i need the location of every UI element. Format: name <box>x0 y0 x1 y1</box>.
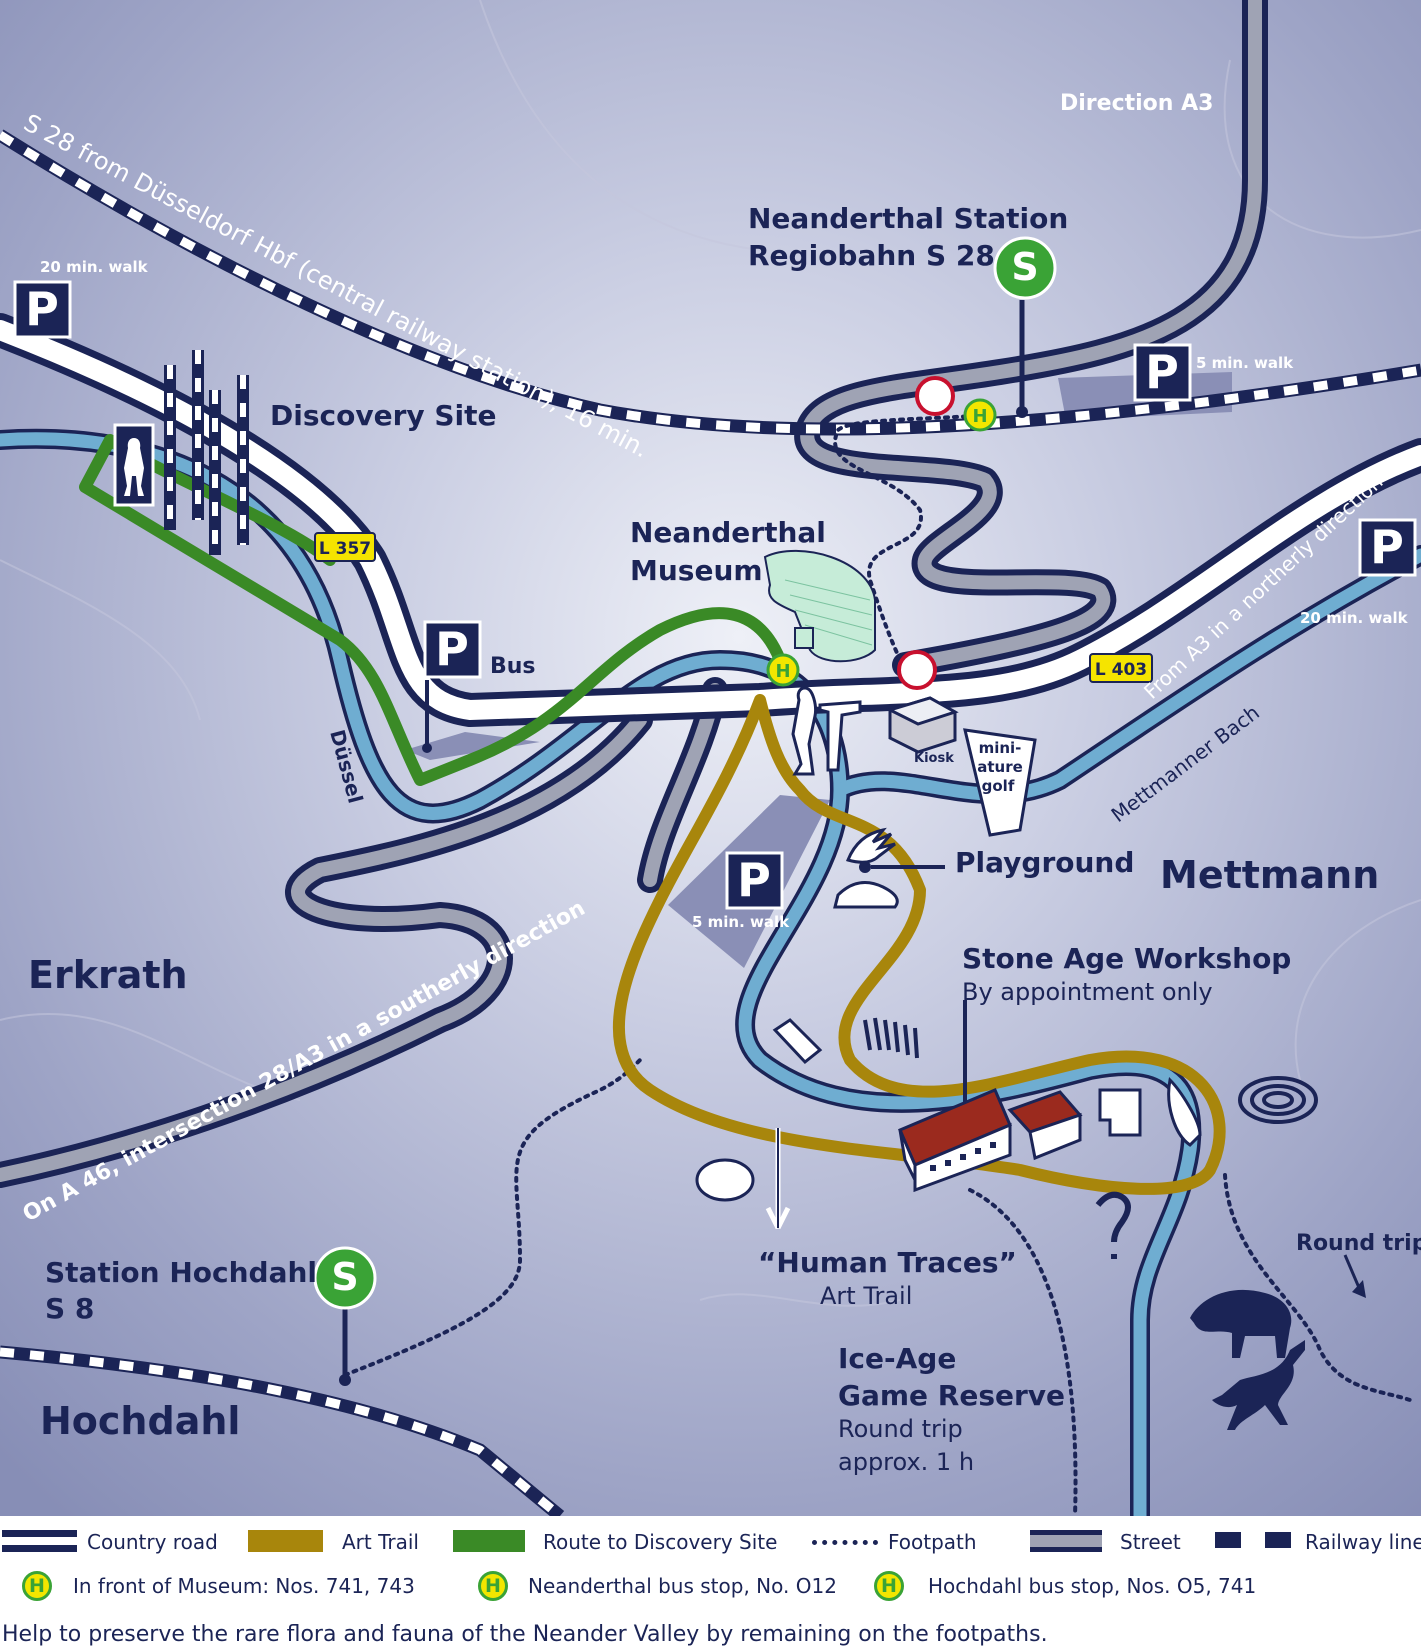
bus-label: Bus <box>490 654 536 679</box>
legend-bus-stop-icon-2: H <box>478 1571 508 1601</box>
discovery-site-markers <box>113 350 249 555</box>
neander-valley-map: S S H H P P P P P L 357 L 403 Direction … <box>0 0 1421 1516</box>
kiosk-label: Kiosk <box>914 751 954 766</box>
legend-bus-museum: In front of Museum: Nos. 741, 743 <box>73 1574 415 1598</box>
stone-age-label-1: Stone Age Workshop <box>962 942 1291 975</box>
road-sign-l403: L 403 <box>1095 660 1147 680</box>
round-trip-arrow <box>1343 1254 1366 1298</box>
streets <box>0 0 1268 1188</box>
museum-label-1: Neanderthal <box>630 516 826 549</box>
parking-icon-discovery: P <box>25 282 59 336</box>
human-traces-label-1: “Human Traces” <box>758 1246 1017 1279</box>
legend-discovery-route: Route to Discovery Site <box>543 1530 778 1554</box>
legend-bus-stop-icon-1: H <box>22 1571 52 1601</box>
erkrath-label: Erkrath <box>28 953 188 997</box>
bus-stop-icon-museum: H <box>775 661 790 682</box>
road-stop-markers <box>897 376 955 690</box>
round-trip-label: Round trip <box>1296 1231 1421 1256</box>
legend-country-road-swatch <box>2 1530 77 1552</box>
bus-stops <box>766 398 997 687</box>
legend-country-road: Country road <box>87 1530 218 1554</box>
legend-bus-hochdahl: Hochdahl bus stop, Nos. O5, 741 <box>928 1574 1257 1598</box>
legend-street: Street <box>1120 1530 1181 1554</box>
parking-icon-museum: P <box>737 853 771 907</box>
ice-age-label-1: Ice-Age <box>838 1342 956 1375</box>
map-background <box>0 0 1421 1516</box>
legend-art-trail: Art Trail <box>342 1530 419 1554</box>
station-hochdahl-label-1: Station Hochdahl <box>45 1256 317 1289</box>
game-animals <box>1190 1289 1305 1430</box>
legend-bus-stop-icon-3: H <box>874 1571 904 1601</box>
mettmann-label: Mettmann <box>1160 853 1379 897</box>
legend-railway-swatch <box>1215 1532 1291 1548</box>
mini-golf-label-3: golf <box>982 777 1015 795</box>
road-sign-l357: L 357 <box>319 539 371 559</box>
direction-a3-label: Direction A3 <box>1060 91 1213 116</box>
art-objects <box>695 1017 1318 1259</box>
playground-label: Playground <box>955 846 1134 879</box>
station-pins <box>313 236 1057 1386</box>
map-legend: Country road Art Trail Route to Discover… <box>0 1516 1421 1652</box>
mini-golf-label-2: ature <box>977 758 1023 776</box>
footpaths <box>343 414 1412 1516</box>
playground-icons <box>833 827 945 909</box>
station-hochdahl-label-2: S 8 <box>45 1292 94 1325</box>
walk-5-top-label: 5 min. walk <box>1196 354 1294 372</box>
sbahn-icon-hochdahl: S <box>331 1255 358 1299</box>
ice-age-label-2: Game Reserve <box>838 1379 1065 1412</box>
walk-5-mid-label: 5 min. walk <box>692 913 790 931</box>
legend-art-trail-swatch <box>248 1530 323 1552</box>
stone-age-label-2: By appointment only <box>962 978 1213 1006</box>
parking-icon-station: P <box>1145 345 1179 399</box>
railways <box>0 129 1421 1516</box>
mini-golf-area <box>963 728 1037 837</box>
station-neander-label-2: Regiobahn S 28 <box>748 239 995 272</box>
stone-age-workshop <box>898 1000 1083 1193</box>
museum-building <box>763 549 876 663</box>
museum-label-2: Museum <box>630 554 763 587</box>
human-traces-label-2: Art Trail <box>820 1282 912 1310</box>
road-signs <box>314 532 1153 683</box>
sbahn-icon-neander: S <box>1011 245 1038 289</box>
mini-golf-label-1: mini- <box>979 739 1022 757</box>
walk-20-left-label: 20 min. walk <box>40 258 149 276</box>
discovery-route <box>79 434 786 786</box>
legend-bus-neander: Neanderthal bus stop, No. O12 <box>528 1574 837 1598</box>
terrain-contours <box>0 0 1421 1307</box>
parking-icon-east: P <box>1370 520 1404 574</box>
hochdahl-label: Hochdahl <box>40 1399 240 1443</box>
statues <box>791 686 862 776</box>
legend-discovery-route-swatch <box>453 1530 525 1552</box>
parking-icon-bus: P <box>435 622 469 676</box>
discovery-site-label: Discovery Site <box>270 399 497 432</box>
footpath-note: Help to preserve the rare flora and faun… <box>2 1622 1048 1647</box>
ice-age-label-4: approx. 1 h <box>838 1448 974 1476</box>
legend-street-swatch <box>1030 1530 1102 1552</box>
kiosk-building <box>885 696 959 754</box>
parking-signs <box>13 280 1417 910</box>
walk-20-right-label: 20 min. walk <box>1300 609 1409 627</box>
legend-footpath: Footpath <box>888 1530 977 1554</box>
ice-age-label-3: Round trip <box>838 1415 963 1443</box>
legend-railway: Railway line <box>1305 1530 1421 1554</box>
bus-stop-icon-neander: H <box>972 406 987 427</box>
art-trail <box>612 694 1226 1195</box>
station-neander-label-1: Neanderthal Station <box>748 202 1068 235</box>
legend-footpath-swatch <box>812 1540 878 1545</box>
